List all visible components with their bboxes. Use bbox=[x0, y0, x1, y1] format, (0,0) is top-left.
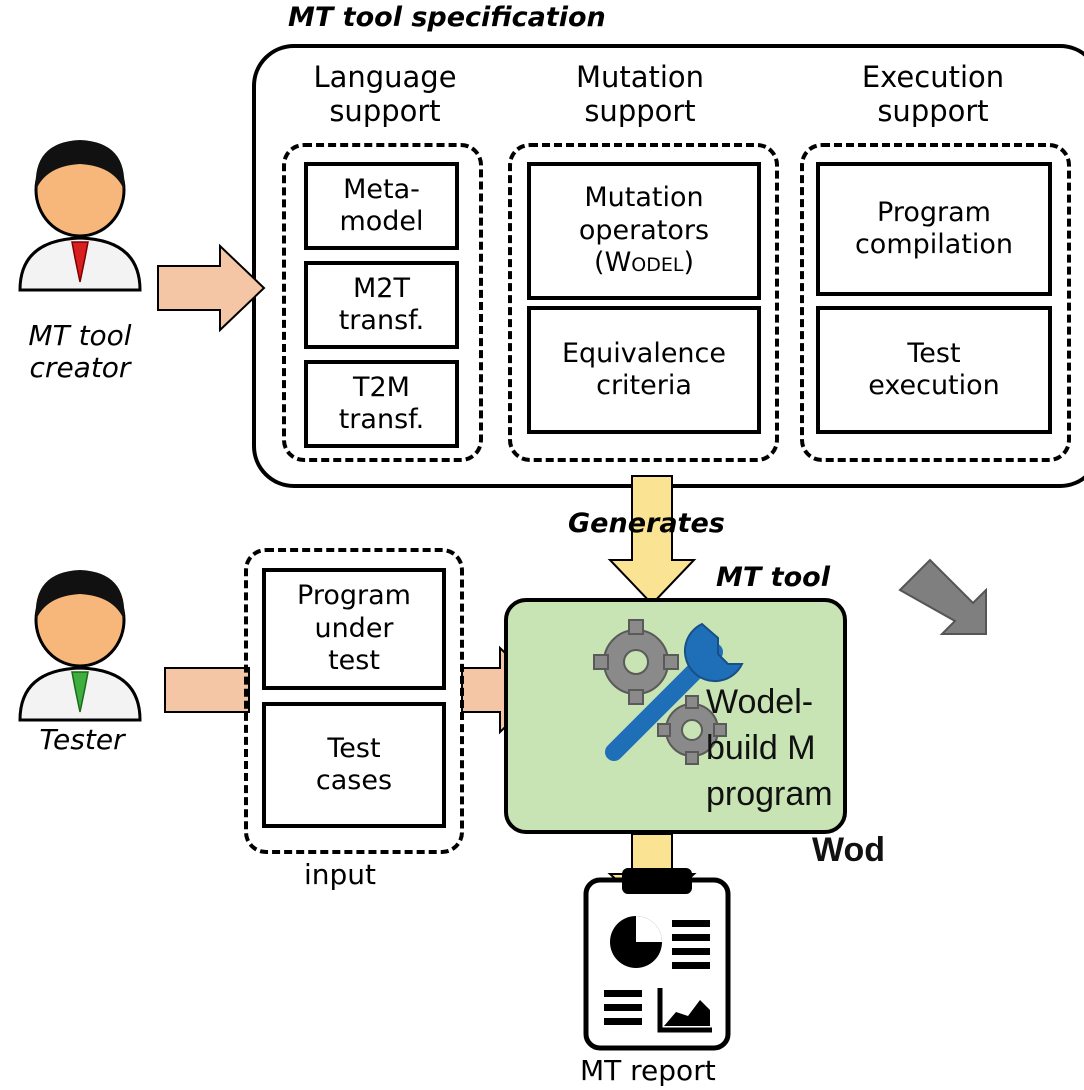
grey-arrow bbox=[898, 558, 987, 635]
creator-arrow bbox=[157, 243, 266, 333]
creator-person-icon bbox=[18, 140, 142, 292]
language-support-group bbox=[282, 143, 483, 462]
tester-person-icon bbox=[18, 570, 142, 722]
creator-label: MT tool creator bbox=[28, 319, 132, 385]
input-group bbox=[244, 548, 464, 854]
report-label: MT report bbox=[580, 1054, 716, 1087]
mutation-support-group bbox=[508, 143, 779, 462]
spec-title: MT tool specification bbox=[288, 2, 606, 33]
program-under-test-box: Program under test bbox=[262, 568, 446, 690]
m2t-transformation-box: M2T transf. bbox=[304, 261, 459, 349]
tester-label: Tester bbox=[39, 723, 125, 756]
generates-arrow bbox=[607, 475, 697, 606]
test-cases-box: Test cases bbox=[262, 702, 446, 828]
test-execution-box: Test execution bbox=[816, 306, 1052, 434]
wodel-label: (Wodel) bbox=[594, 247, 694, 279]
heading-mutation-support: Mutation support bbox=[575, 60, 705, 129]
gears-wrench-icon bbox=[593, 619, 744, 765]
side-bold-text: Wod bbox=[812, 831, 886, 869]
equivalence-criteria-box: Equivalence criteria bbox=[527, 306, 761, 434]
report-icon bbox=[583, 868, 731, 1051]
program-compilation-box: Program compilation bbox=[816, 162, 1052, 296]
t2m-transformation-box: T2M transf. bbox=[304, 360, 459, 448]
metamodel-box: Meta- model bbox=[304, 162, 459, 250]
heading-execution-support: Execution support bbox=[861, 60, 1005, 129]
generates-label: Generates bbox=[568, 508, 725, 539]
mutation-operators-box: Mutation operators (Wodel) bbox=[527, 162, 761, 300]
mt-tool-label: MT tool bbox=[716, 562, 830, 593]
mutation-operators-label: Mutation operators bbox=[578, 182, 710, 246]
heading-language-support: Language support bbox=[313, 60, 457, 129]
tester-arrow bbox=[164, 667, 250, 713]
side-text: Wodel- build M program bbox=[706, 683, 833, 813]
input-label: input bbox=[304, 858, 377, 891]
execution-support-group bbox=[800, 143, 1071, 462]
